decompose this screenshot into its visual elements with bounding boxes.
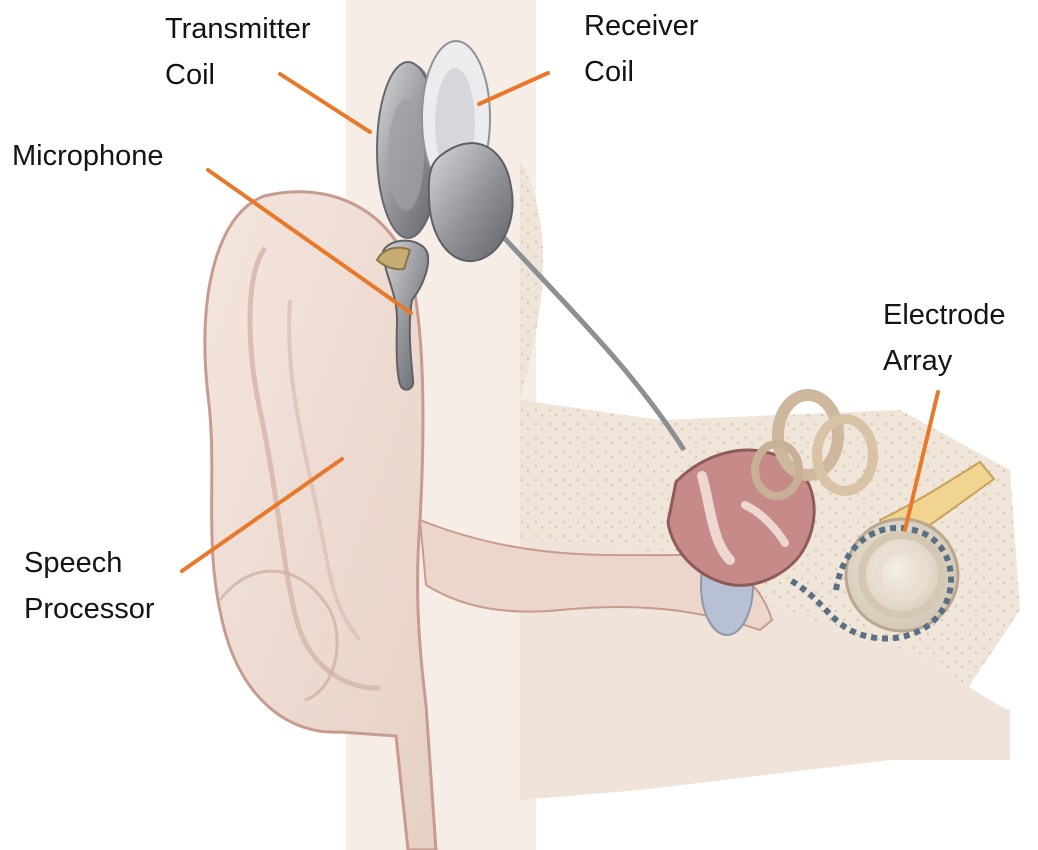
speech-processor-label: Speech Processor: [24, 540, 155, 632]
transmitter-coil-label-line-1: Transmitter: [165, 6, 311, 52]
electrode-array-label-line-2: Array: [883, 338, 1006, 384]
receiver-coil-label-line-2: Coil: [584, 49, 698, 95]
receiver-coil-label-line-1: Receiver: [584, 3, 698, 49]
transmitter-coil-label-line-2: Coil: [165, 52, 311, 98]
speech-processor-label-line-2: Processor: [24, 586, 155, 632]
speech-processor-label-line-1: Speech: [24, 540, 155, 586]
electrode-array-label-line-1: Electrode: [883, 292, 1006, 338]
transmitter-coil-label: Transmitter Coil: [165, 6, 311, 98]
receiver-coil-label: Receiver Coil: [584, 3, 698, 95]
electrode-array-label: Electrode Array: [883, 292, 1006, 384]
microphone-label: Microphone: [12, 133, 164, 179]
cochlea: [846, 519, 958, 631]
microphone-label-text: Microphone: [12, 133, 164, 179]
